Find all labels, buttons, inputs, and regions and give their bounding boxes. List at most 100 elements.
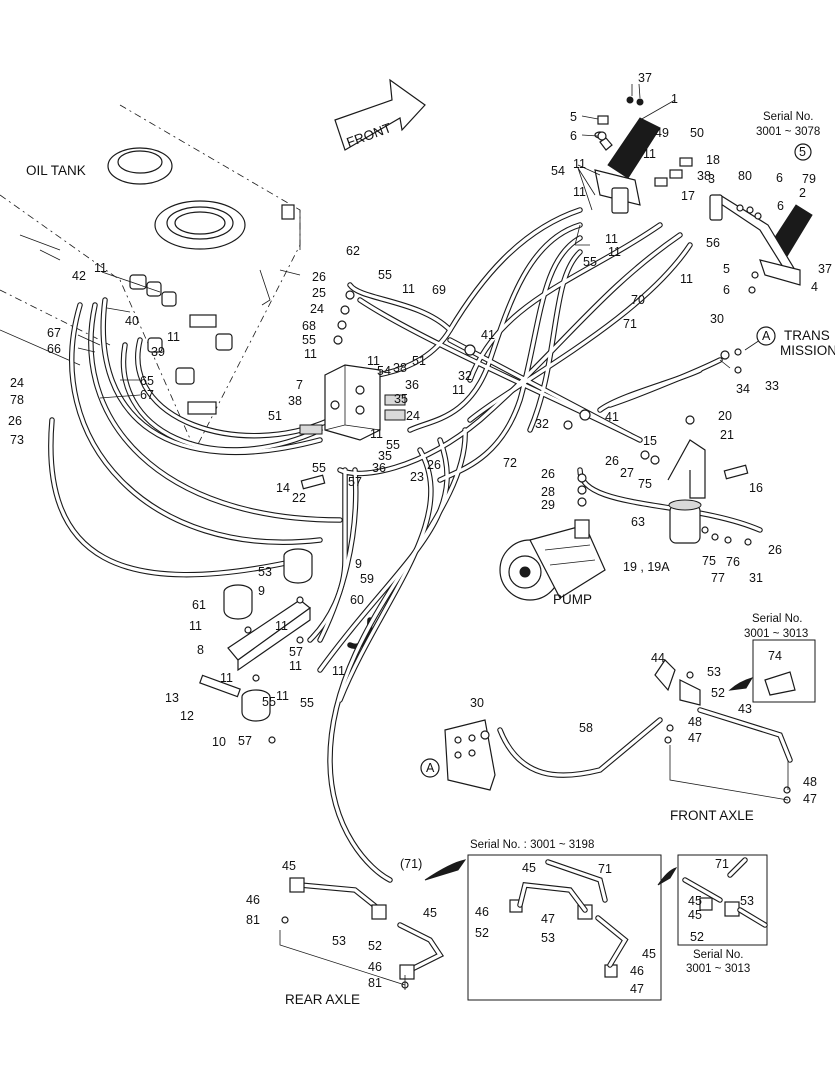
callout-123: 66 [47, 342, 61, 356]
callout-69: 27 [620, 466, 634, 480]
callout-0: 37 [638, 71, 652, 85]
callout-75: 26 [541, 467, 555, 481]
callout-126: 24 [10, 376, 24, 390]
callout-132: 46 [246, 893, 260, 907]
brake-pedal-assembly [594, 117, 661, 214]
callout-44: 33 [765, 379, 779, 393]
callout-8: 38 [697, 169, 711, 183]
serial-note-1-range: 3001 ~ 3078 [756, 126, 820, 138]
callout-104: 57 [238, 734, 252, 748]
callout-138: 81 [368, 976, 382, 990]
callout-114: 58 [579, 721, 593, 735]
callout-4: 49 [655, 126, 669, 140]
callout-152: 53 [740, 894, 754, 908]
ref-circle-a-bracket [420, 758, 440, 778]
callout-24: 5 [723, 262, 730, 276]
front-axle-bracket [444, 659, 701, 791]
callout-26: 37 [818, 262, 832, 276]
callout-10: 54 [551, 164, 565, 178]
callout-64: 41 [605, 410, 619, 424]
callout-71: 14 [276, 481, 290, 495]
callout-117: 42 [72, 269, 86, 283]
callout-109: 74 [768, 649, 782, 663]
callout-76: 28 [541, 485, 555, 499]
callout-122: 67 [47, 326, 61, 340]
callout-105: 11 [276, 689, 289, 703]
callout-53: 11 [370, 427, 383, 441]
callout-12: 11 [573, 185, 586, 199]
front-arrow [334, 78, 426, 151]
callout-33: 11 [402, 282, 415, 296]
callout-141: 46 [475, 905, 489, 919]
callout-95: 57 [289, 645, 303, 659]
callout-113: 47 [688, 731, 702, 745]
callout-80: 57 [348, 475, 362, 489]
callout-83: 77 [711, 571, 725, 585]
oil-tank-outline [0, 104, 301, 451]
callout-58: 35 [378, 449, 392, 463]
callout-92: 11 [189, 619, 202, 633]
inset-box-serial-3013-rear [677, 854, 768, 946]
callout-5: 50 [690, 126, 704, 140]
callout-16: 6 [776, 171, 783, 185]
callout-21: 11 [605, 232, 618, 246]
callout-137: 46 [368, 960, 382, 974]
callout-106: 44 [651, 651, 665, 665]
callout-103: 10 [212, 735, 226, 749]
callout-91: 9 [258, 584, 265, 598]
callout-20: 55 [583, 255, 597, 269]
callout-119: 40 [125, 314, 139, 328]
callout-2: 5 [570, 110, 577, 124]
callout-32: 55 [378, 268, 392, 282]
callout-31: 24 [310, 302, 324, 316]
callout-66: 21 [720, 428, 734, 442]
callout-67: 15 [643, 434, 657, 448]
callout-149: 45 [688, 894, 702, 908]
callout-25: 6 [723, 283, 730, 297]
callout-108: 52 [711, 686, 725, 700]
callout-136: 45 [423, 906, 437, 920]
hose-bundle [48, 207, 793, 973]
callout-73: 55 [312, 461, 326, 475]
callout-127: 78 [10, 393, 24, 407]
callout-98: 8 [197, 643, 204, 657]
callout-147: 47 [630, 982, 644, 996]
callout-74: 22 [292, 491, 306, 505]
callout-125: 67 [140, 388, 154, 402]
callout-111: 48 [688, 715, 702, 729]
callout-65: 20 [718, 409, 732, 423]
callout-51: 35 [394, 392, 408, 406]
callout-11: 11 [573, 157, 586, 171]
callout-85: 31 [749, 571, 763, 585]
callout-19: 6 [777, 199, 784, 213]
pump [499, 519, 606, 601]
inset-arrow-2 [657, 867, 678, 886]
callout-77: 29 [541, 498, 555, 512]
inset-arrow-3 [728, 677, 754, 691]
callout-78: 63 [631, 515, 645, 529]
serial-note-4-title: Serial No. [693, 949, 744, 961]
callout-133: 81 [246, 913, 260, 927]
callout-56: 38 [288, 394, 302, 408]
callout-38: 55 [302, 333, 316, 347]
callout-46: 11 [367, 354, 380, 368]
callout-89: 60 [350, 593, 364, 607]
callout-116: 47 [803, 792, 817, 806]
callout-57: 11 [452, 383, 465, 397]
caption-front-axle: FRONT AXLE [670, 808, 754, 823]
callout-29: 26 [312, 270, 326, 284]
callout-146: 46 [630, 964, 644, 978]
line-filter [667, 439, 706, 544]
callout-107: 53 [707, 665, 721, 679]
caption-rear-axle: REAR AXLE [285, 992, 360, 1007]
callout-6: 11 [643, 147, 656, 161]
callout-121: 39 [151, 345, 165, 359]
callout-115: 48 [803, 775, 817, 789]
callout-148: 71 [715, 857, 729, 871]
callout-139: 45 [522, 861, 536, 875]
callout-102: 12 [180, 709, 194, 723]
callout-42: 30 [710, 312, 724, 326]
callout-96: 11 [289, 659, 302, 673]
callout-140: 71 [598, 862, 612, 876]
